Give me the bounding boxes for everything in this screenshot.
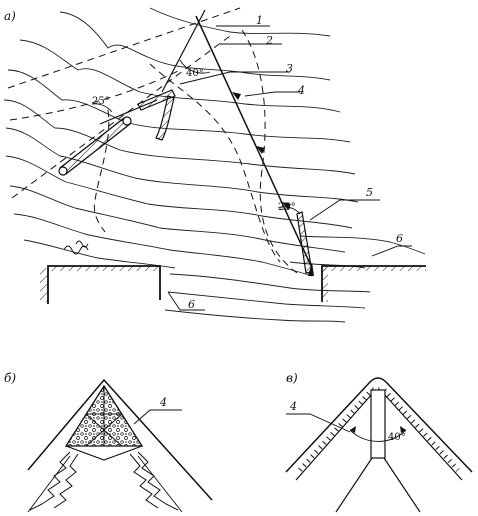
- central-column: [370, 389, 386, 459]
- panel-c-label: в): [286, 371, 298, 385]
- panel-b-cross-section: б) 4: [4, 371, 213, 513]
- dashed-line: [241, 29, 301, 276]
- angle-arc: [179, 59, 211, 74]
- drain-pipe-middle: [137, 89, 176, 141]
- dashed-line: [7, 7, 241, 89]
- ditch-profile: [40, 265, 426, 304]
- angle-arc: [349, 429, 407, 442]
- callout-6-bottom: 6: [188, 298, 195, 311]
- contour-line: [299, 235, 426, 255]
- callout-1: 1: [256, 14, 263, 27]
- slope-line: [137, 455, 183, 513]
- erosion-marks: [63, 240, 89, 255]
- panel-a-label: а): [4, 9, 16, 23]
- arrow-icon: [282, 202, 291, 210]
- arrow-icon: [232, 92, 241, 100]
- slope-line: [27, 455, 71, 513]
- drain-pipe-left: [58, 116, 132, 176]
- panel-b-label: б): [4, 371, 16, 385]
- arrow-icon: [350, 426, 356, 433]
- branch-line: [161, 9, 206, 93]
- contour-line: [164, 309, 346, 323]
- callout-c-4: 4: [289, 400, 297, 413]
- slope-line: [383, 457, 421, 513]
- contour-line: [5, 155, 353, 229]
- contour-line: [169, 273, 371, 293]
- zigzag-drain-right: [137, 451, 179, 511]
- angle-label-left: 25°: [92, 96, 110, 107]
- angle-arc: [91, 103, 113, 113]
- contour-line: [5, 127, 359, 203]
- callout-b-4: 4: [159, 396, 167, 409]
- outer-slope: [27, 378, 213, 501]
- ridge-hatch: [298, 387, 460, 472]
- angle-label-c: 40°: [388, 432, 406, 443]
- contour-line: [9, 185, 346, 253]
- callout-2: 2: [265, 34, 273, 47]
- callout-3: 3: [286, 62, 293, 75]
- zigzag-drain-right: [129, 453, 159, 509]
- contour-line: [23, 239, 176, 269]
- zigzag-drain-left: [29, 451, 71, 511]
- dashed-boundaries: [7, 7, 301, 276]
- zigzag-drain-left: [53, 453, 79, 509]
- contour-line: [7, 69, 351, 143]
- main-drainage-line: [195, 15, 313, 269]
- callout-5: 5: [366, 186, 373, 199]
- contour-line: [13, 213, 313, 277]
- contour-line: [3, 99, 356, 175]
- panel-c-cross-section: в) 40° 4: [285, 371, 473, 513]
- contour-line: [149, 7, 331, 37]
- arrow-icon: [400, 426, 406, 433]
- callout-4: 4: [297, 84, 305, 97]
- angle-label-top: 40°: [186, 68, 204, 79]
- dashed-line: [149, 63, 281, 263]
- wedge-divider: [85, 413, 123, 447]
- dashed-line: [9, 69, 181, 121]
- arrow-icon: [256, 146, 265, 154]
- drain-pipe-right: [296, 211, 314, 276]
- callout-leaders: [167, 25, 412, 311]
- callout-6-right: 6: [396, 232, 403, 245]
- wedge-base: [65, 445, 143, 461]
- contour-lines: [3, 7, 426, 323]
- contour-line: [59, 11, 331, 81]
- contour-line: [19, 39, 341, 113]
- dashed-line: [11, 35, 231, 199]
- contour-line: [167, 291, 366, 309]
- slope-line: [335, 457, 373, 513]
- ridge-outer: [285, 377, 473, 473]
- callout-leader: [133, 409, 182, 425]
- angle-label-right: 25°: [278, 202, 296, 213]
- panel-a-plan: а): [3, 7, 426, 323]
- callout-leader: [286, 413, 351, 433]
